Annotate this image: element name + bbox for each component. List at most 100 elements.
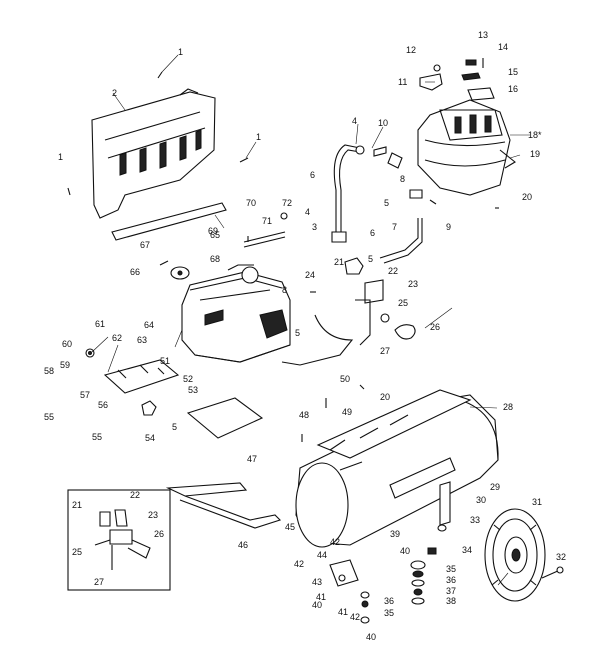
clip-54	[141, 400, 157, 416]
tank-handle	[165, 482, 282, 529]
part-number-label: 39	[390, 529, 400, 539]
part-number-label: 2	[112, 88, 117, 98]
valve-plate-15	[461, 72, 481, 81]
part-number-label: 53	[188, 385, 198, 395]
part-number-label: 25	[72, 547, 82, 557]
axle-bolt	[541, 566, 564, 579]
mount-plate-47	[186, 397, 264, 439]
part-number-label: 29	[490, 482, 500, 492]
part-number-label: 72	[282, 198, 292, 208]
washer-33	[437, 524, 447, 532]
part-number-label: 6	[370, 228, 375, 238]
part-number-label: 23	[408, 279, 418, 289]
part-number-label: 20	[522, 192, 532, 202]
part-number-label: 43	[312, 577, 322, 587]
part-number-label: 11	[398, 77, 407, 87]
part-number-label: 18*	[528, 130, 542, 140]
part-number-label: 51	[160, 356, 170, 366]
part-number-label: 14	[498, 42, 508, 52]
part-number-label: 64	[144, 320, 154, 330]
part-number-label: 16	[508, 84, 518, 94]
part-number-label: 23	[148, 510, 158, 520]
part-number-label: 9	[446, 222, 451, 232]
part-number-label: 20	[380, 392, 390, 402]
part-number-label: 5	[172, 422, 177, 432]
part-number-label: 59	[60, 360, 70, 370]
part-number-label: 60	[62, 339, 72, 349]
part-number-label: 15	[508, 67, 518, 77]
part-number-label: 47	[247, 454, 257, 464]
part-number-label: 26	[430, 322, 440, 332]
engine-pulley	[170, 266, 190, 280]
bolt-20-lower	[359, 384, 365, 390]
part-number-label: 40	[312, 600, 322, 610]
air-tank	[295, 389, 499, 548]
part-number-label: 10	[378, 118, 388, 128]
part-number-label: 34	[462, 545, 472, 555]
shroud-cover	[91, 88, 216, 219]
part-number-label: 37	[446, 586, 456, 596]
wheel	[484, 508, 546, 602]
part-number-label: 36	[384, 596, 394, 606]
part-number-label: 19	[530, 149, 540, 159]
part-number-label: 40	[366, 632, 376, 642]
part-number-label: 8	[282, 285, 287, 295]
part-number-label: 63	[137, 335, 147, 345]
part-number-label: 66	[130, 267, 140, 277]
part-number-label: 62	[112, 333, 122, 343]
compressor-pump	[417, 99, 516, 196]
part-number-label: 8	[400, 174, 405, 184]
fasteners	[67, 71, 499, 442]
hose-50	[281, 314, 354, 366]
foot-stack-38	[410, 560, 426, 605]
part-number-label: 27	[94, 577, 104, 587]
part-number-label: 58	[44, 366, 54, 376]
part-number-label: 61	[95, 319, 105, 329]
part-number-label: 54	[145, 433, 155, 443]
part-number-label: 13	[478, 30, 488, 40]
part-number-label: 50	[340, 374, 350, 384]
part-number-label: 68	[210, 254, 220, 264]
foot-bracket-44	[329, 559, 359, 587]
part-number-label: 24	[305, 270, 315, 280]
part-number-label: 69	[208, 226, 218, 236]
discharge-tube-upper	[333, 144, 387, 232]
part-number-label: 5	[384, 198, 389, 208]
motor-bracket	[85, 348, 180, 394]
part-number-label: 57	[80, 390, 90, 400]
part-number-label: 46	[238, 540, 248, 550]
part-number-label: 26	[154, 529, 164, 539]
mounting-rail	[111, 202, 227, 241]
pressure-switch-assembly	[344, 257, 416, 346]
part-number-label: 71	[262, 216, 272, 226]
part-number-label: 49	[342, 407, 352, 417]
elbow-8	[387, 152, 423, 199]
check-valve-3	[331, 231, 347, 243]
part-number-label: 4	[305, 207, 310, 217]
part-number-label: 22	[130, 490, 140, 500]
leader-lines	[91, 54, 530, 586]
part-number-label: 36	[446, 575, 456, 585]
part-number-label: 70	[246, 198, 256, 208]
part-number-label: 40	[400, 546, 410, 556]
part-number-label: 27	[380, 346, 390, 356]
drain-valve-34	[427, 547, 437, 555]
part-number-label: 45	[285, 522, 295, 532]
part-number-label: 42	[330, 537, 340, 547]
part-number-label: 41	[338, 607, 348, 617]
part-number-label: 65	[210, 230, 220, 240]
part-number-label: 52	[183, 374, 193, 384]
part-number-label: 38	[446, 596, 456, 606]
part-number-label: 44	[317, 550, 327, 560]
engine-assembly	[181, 264, 291, 363]
part-number-label: 3	[312, 222, 317, 232]
part-number-label: 22	[388, 266, 398, 276]
part-number-label: 5	[295, 328, 300, 338]
part-number-label: 4	[352, 116, 357, 126]
part-number-label: 42	[350, 612, 360, 622]
part-number-label: 67	[140, 240, 150, 250]
part-number-label: 5	[368, 254, 373, 264]
tube-7	[379, 218, 423, 264]
part-number-label: 1	[58, 152, 63, 162]
part-number-label: 28	[503, 402, 513, 412]
